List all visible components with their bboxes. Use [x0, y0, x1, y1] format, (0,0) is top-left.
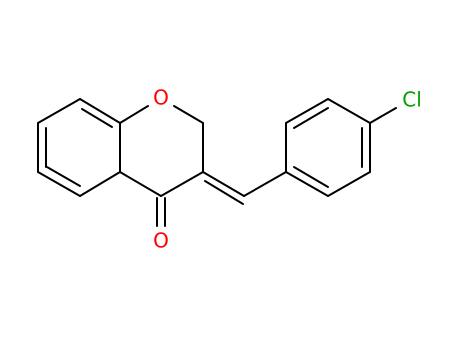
- bond: [327, 98, 371, 124]
- carbonyl-oxygen-label: O: [153, 229, 169, 253]
- bond: [204, 180, 244, 205]
- bond: [79, 98, 121, 124]
- benzylidene-double-bond: [202, 171, 287, 205]
- ring-oxygen-label: O: [153, 86, 169, 110]
- bond: [160, 171, 204, 197]
- chlorophenyl-ring: [285, 98, 371, 197]
- bond: [285, 98, 329, 124]
- double-bond-inner: [46, 166, 81, 187]
- bond: [285, 171, 329, 197]
- double-bond-inner: [293, 107, 329, 129]
- bond: [37, 98, 81, 124]
- bond: [327, 171, 371, 197]
- pyranone-ring: [119, 105, 204, 197]
- bond: [119, 171, 162, 197]
- bond: [243, 171, 287, 197]
- bond: [173, 105, 204, 124]
- fused-benzene-ring: [37, 98, 121, 197]
- bond: [202, 171, 245, 197]
- double-bond-inner: [81, 108, 113, 128]
- carbonyl-group: [156, 197, 166, 227]
- chlorine-label: Cl: [402, 88, 422, 112]
- bond: [119, 105, 149, 124]
- carbon-chlorine-bond: [369, 107, 397, 124]
- bond: [37, 171, 81, 197]
- bond: [79, 171, 121, 197]
- double-bond-inner: [293, 166, 329, 188]
